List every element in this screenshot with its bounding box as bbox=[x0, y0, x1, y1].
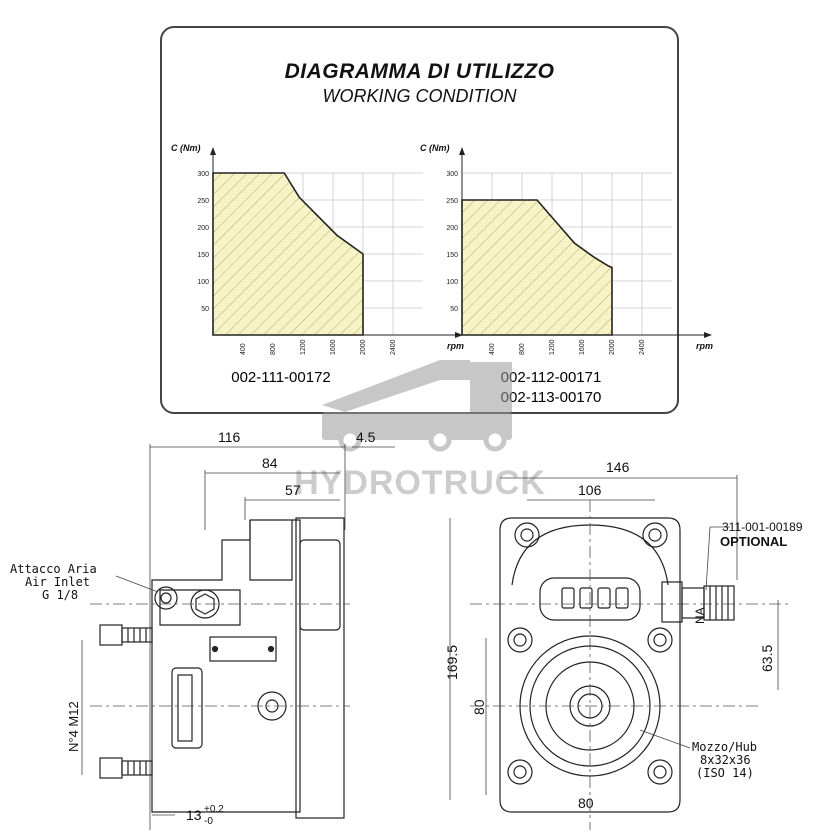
dim-146: 146 bbox=[606, 459, 630, 475]
dim-80-vertical: 80 bbox=[471, 699, 487, 715]
panel-subtitle: WORKING CONDITION bbox=[322, 86, 517, 106]
mounting-hole-bottom-right-icon bbox=[647, 759, 673, 785]
dim-4-5: 4.5 bbox=[356, 429, 376, 445]
mounting-hole-mid-left-icon bbox=[507, 627, 533, 653]
side-dimensions bbox=[81, 444, 395, 830]
dim-13-tol-minus: -0 bbox=[204, 816, 213, 827]
air-inlet-label-it: Attacco Aria bbox=[10, 562, 97, 576]
optional-valve-icon bbox=[661, 581, 735, 623]
optional-label: OPTIONAL bbox=[720, 534, 787, 549]
mounting-hole-top-right-icon bbox=[642, 522, 668, 548]
dim-116: 116 bbox=[218, 429, 241, 445]
dim-84: 84 bbox=[262, 455, 278, 471]
pump-body-front bbox=[470, 500, 790, 830]
dim-80-horizontal: 80 bbox=[578, 795, 594, 811]
bolts-spec: N°4 M12 bbox=[66, 701, 81, 752]
dim-169-5: 169.5 bbox=[444, 645, 460, 680]
panel-title: DIAGRAMMA DI UTILIZZO bbox=[284, 60, 555, 83]
pump-body-side bbox=[90, 517, 350, 819]
dim-57: 57 bbox=[285, 482, 301, 498]
mounting-hole-mid-right-icon bbox=[647, 627, 673, 653]
air-inlet-label-en: Air Inlet bbox=[25, 575, 90, 589]
mounting-hole-bottom-left-icon bbox=[507, 759, 533, 785]
hub-standard: (ISO 14) bbox=[696, 766, 754, 780]
bolt-bottom-icon bbox=[99, 757, 153, 779]
dim-13-tol-plus: +0.2 bbox=[204, 804, 224, 815]
dim-13: 13 bbox=[186, 807, 202, 823]
bolt-top-icon bbox=[99, 624, 153, 646]
dim-106: 106 bbox=[578, 482, 602, 498]
hub-label: Mozzo/Hub bbox=[692, 740, 757, 754]
mounting-hole-top-left-icon bbox=[514, 522, 540, 548]
dim-63-5: 63.5 bbox=[759, 645, 775, 672]
oil-vent-icon bbox=[561, 587, 629, 609]
hub-spline: 8x32x36 bbox=[700, 753, 751, 767]
optional-code: 311-001-00189 bbox=[722, 520, 803, 534]
na-label: NA bbox=[693, 607, 707, 624]
air-inlet-thread: G 1/8 bbox=[42, 588, 78, 602]
